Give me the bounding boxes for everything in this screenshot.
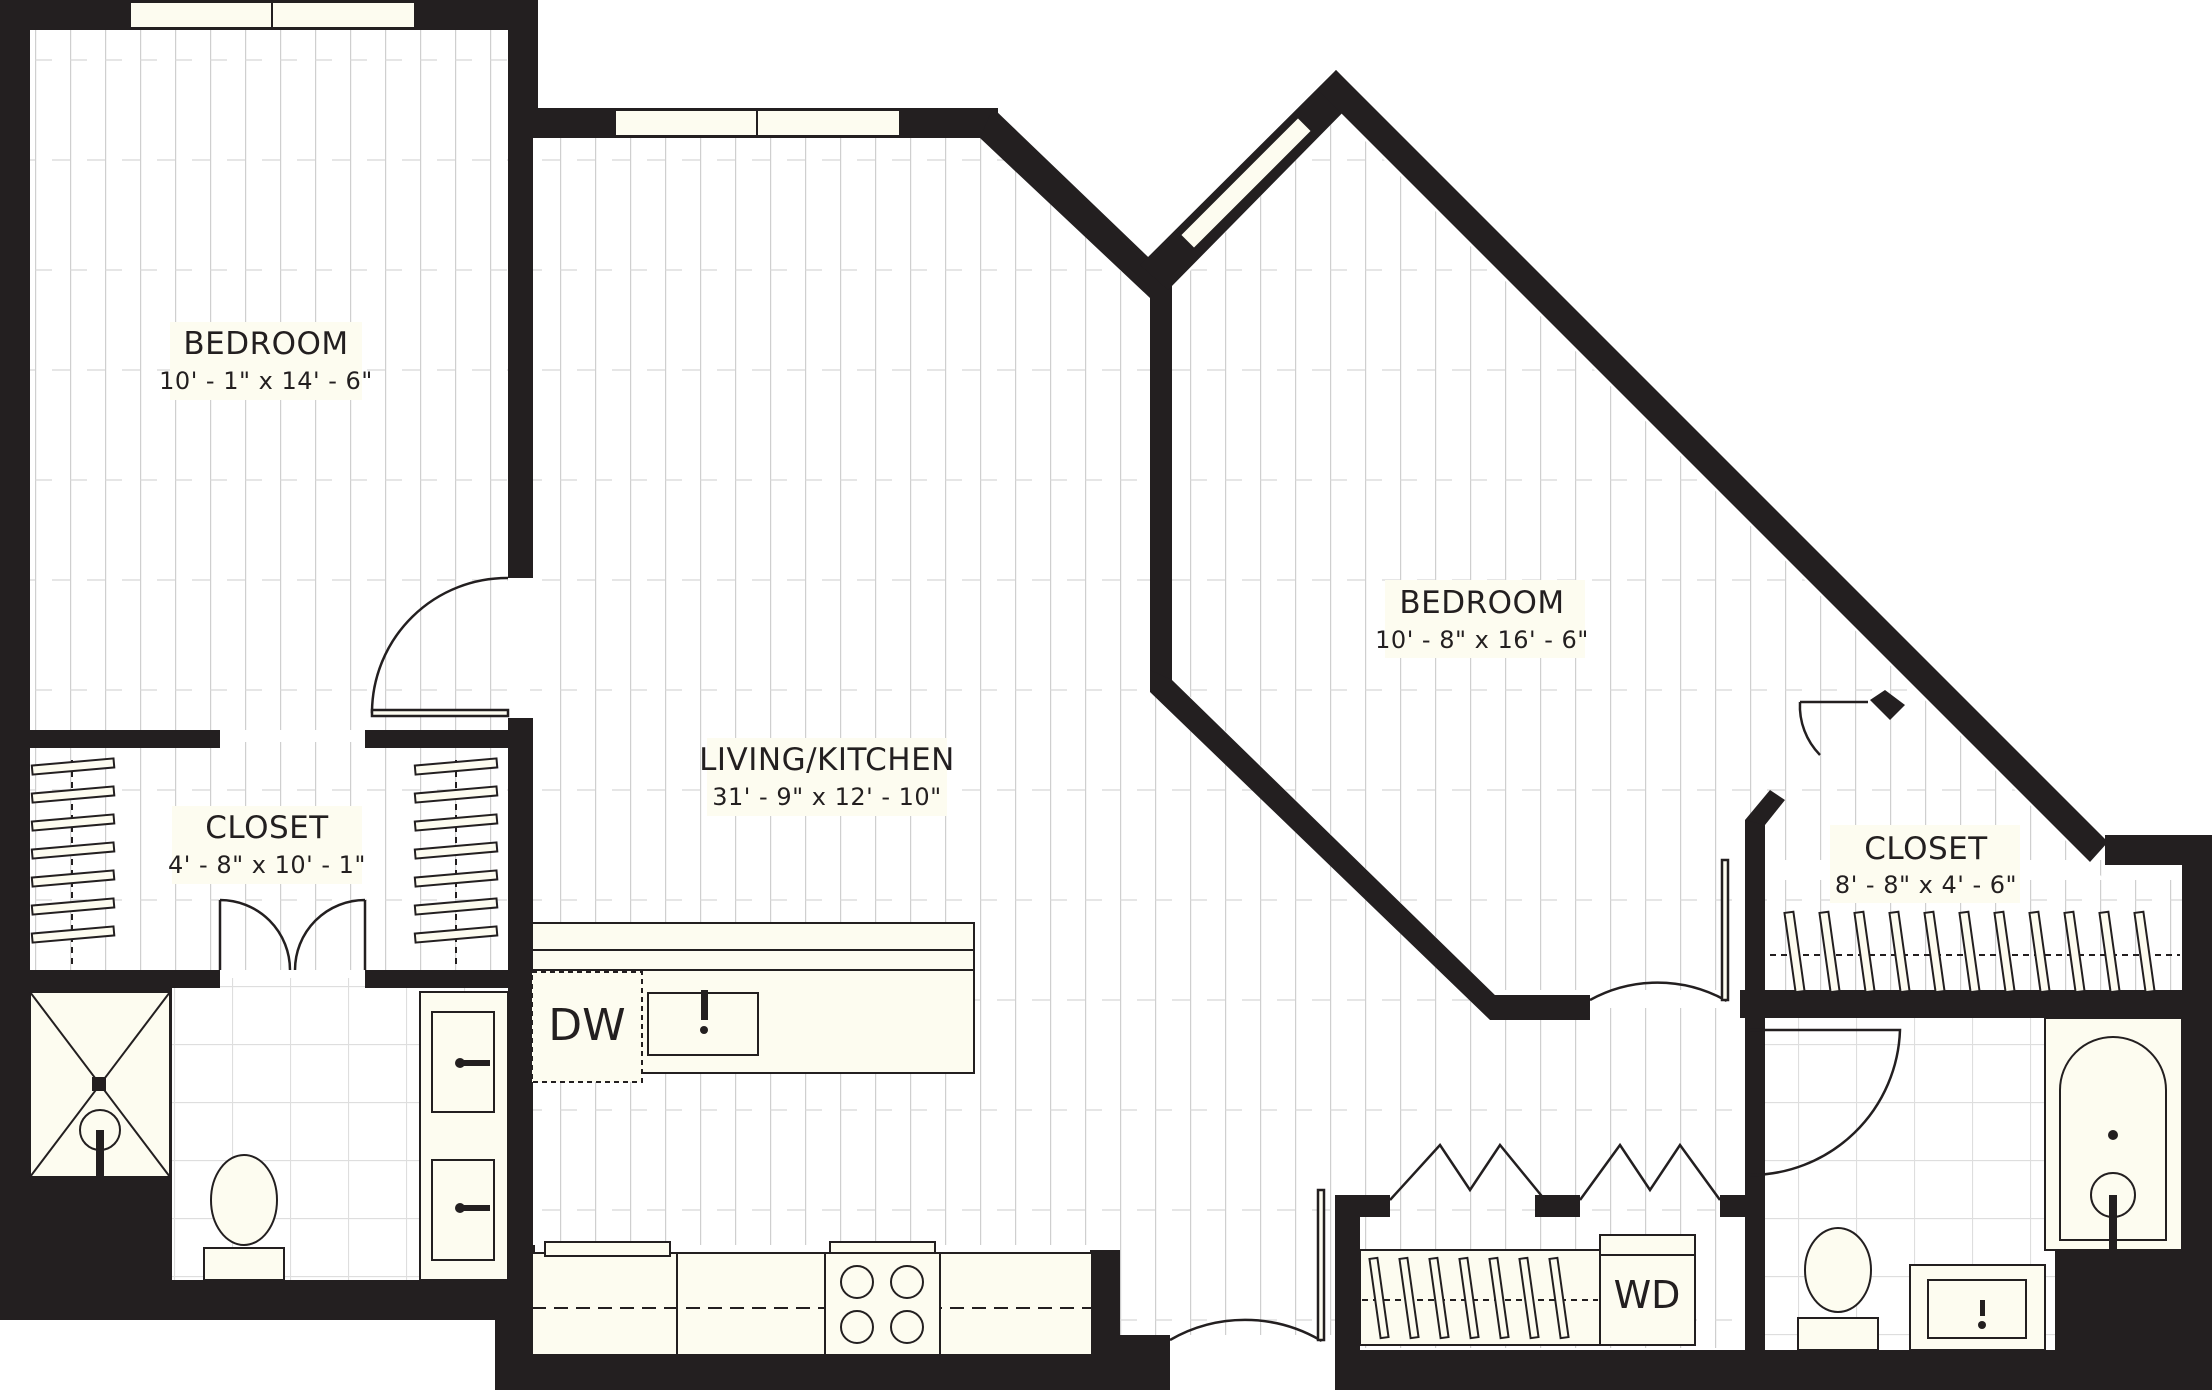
windows [129, 1, 1314, 251]
window-bedroom2 [1178, 115, 1314, 251]
door-closet2 [1798, 700, 1868, 756]
label-bedroom-2: BEDROOM 10' - 8" x 16' - 6" [1375, 580, 1589, 658]
bedroom-1-name: BEDROOM [183, 326, 348, 362]
door-closet1-right [293, 898, 367, 971]
bedroom-2-dims: 10' - 8" x 16' - 6" [1375, 626, 1589, 654]
laundry-shelf [1359, 1249, 1601, 1346]
bedroom-2-name: BEDROOM [1399, 585, 1564, 621]
kitchen-counter [531, 1252, 1093, 1356]
label-bedroom-1: BEDROOM 10' - 1" x 14' - 6" [159, 322, 373, 400]
door-bedroom2 [1589, 860, 1727, 1003]
range [824, 1252, 941, 1356]
bedroom-1-dims: 10' - 1" x 14' - 6" [159, 367, 373, 395]
closet-2-name: CLOSET [1864, 831, 1988, 867]
door-laundry-bifold [1389, 1142, 1722, 1201]
closet-1-dims: 4' - 8" x 10' - 1" [168, 851, 366, 879]
doors [218, 576, 1902, 1343]
door-closet1-left [218, 898, 292, 971]
label-closet-2: CLOSET 8' - 8" x 4' - 6" [1830, 825, 2020, 903]
washer-dryer-label: WD [1614, 1273, 1681, 1317]
dishwasher [531, 971, 643, 1083]
washer-dryer-unit [1599, 1234, 1696, 1346]
closet-1-name: CLOSET [205, 810, 329, 846]
door-bath2 [1749, 1028, 1902, 1177]
living-kitchen-dims: 31' - 9" x 12' - 10" [712, 783, 941, 811]
dishwasher-label: DW [548, 1000, 625, 1051]
wall-bedroom1-east [508, 0, 538, 108]
wall-diagonal-living [980, 108, 1170, 298]
closet2-hangers [1770, 910, 2180, 994]
toilet-bath1 [210, 1154, 278, 1246]
label-living-kitchen: LIVING/KITCHEN 31' - 9" x 12' - 10" [699, 738, 955, 816]
wall-diagonal-northeast [1318, 70, 2108, 862]
bath1 [29, 991, 509, 1281]
closet1-hangers-right [413, 757, 499, 965]
wall-diagonal-bedroom2-lower [1150, 670, 1500, 1020]
closet-2-dims: 8' - 8" x 4' - 6" [1835, 871, 2017, 899]
bath2 [1797, 1017, 2183, 1351]
door-entry [1169, 1190, 1322, 1343]
wall-west [0, 0, 30, 1230]
living-kitchen-name: LIVING/KITCHEN [699, 742, 955, 778]
label-closet-1: CLOSET 4' - 8" x 10' - 1" [168, 806, 366, 884]
closet1-hangers-left [30, 757, 116, 965]
kitchen [531, 922, 1093, 1356]
door-bedroom1 [370, 576, 509, 714]
toilet-bath2 [1804, 1227, 1872, 1313]
